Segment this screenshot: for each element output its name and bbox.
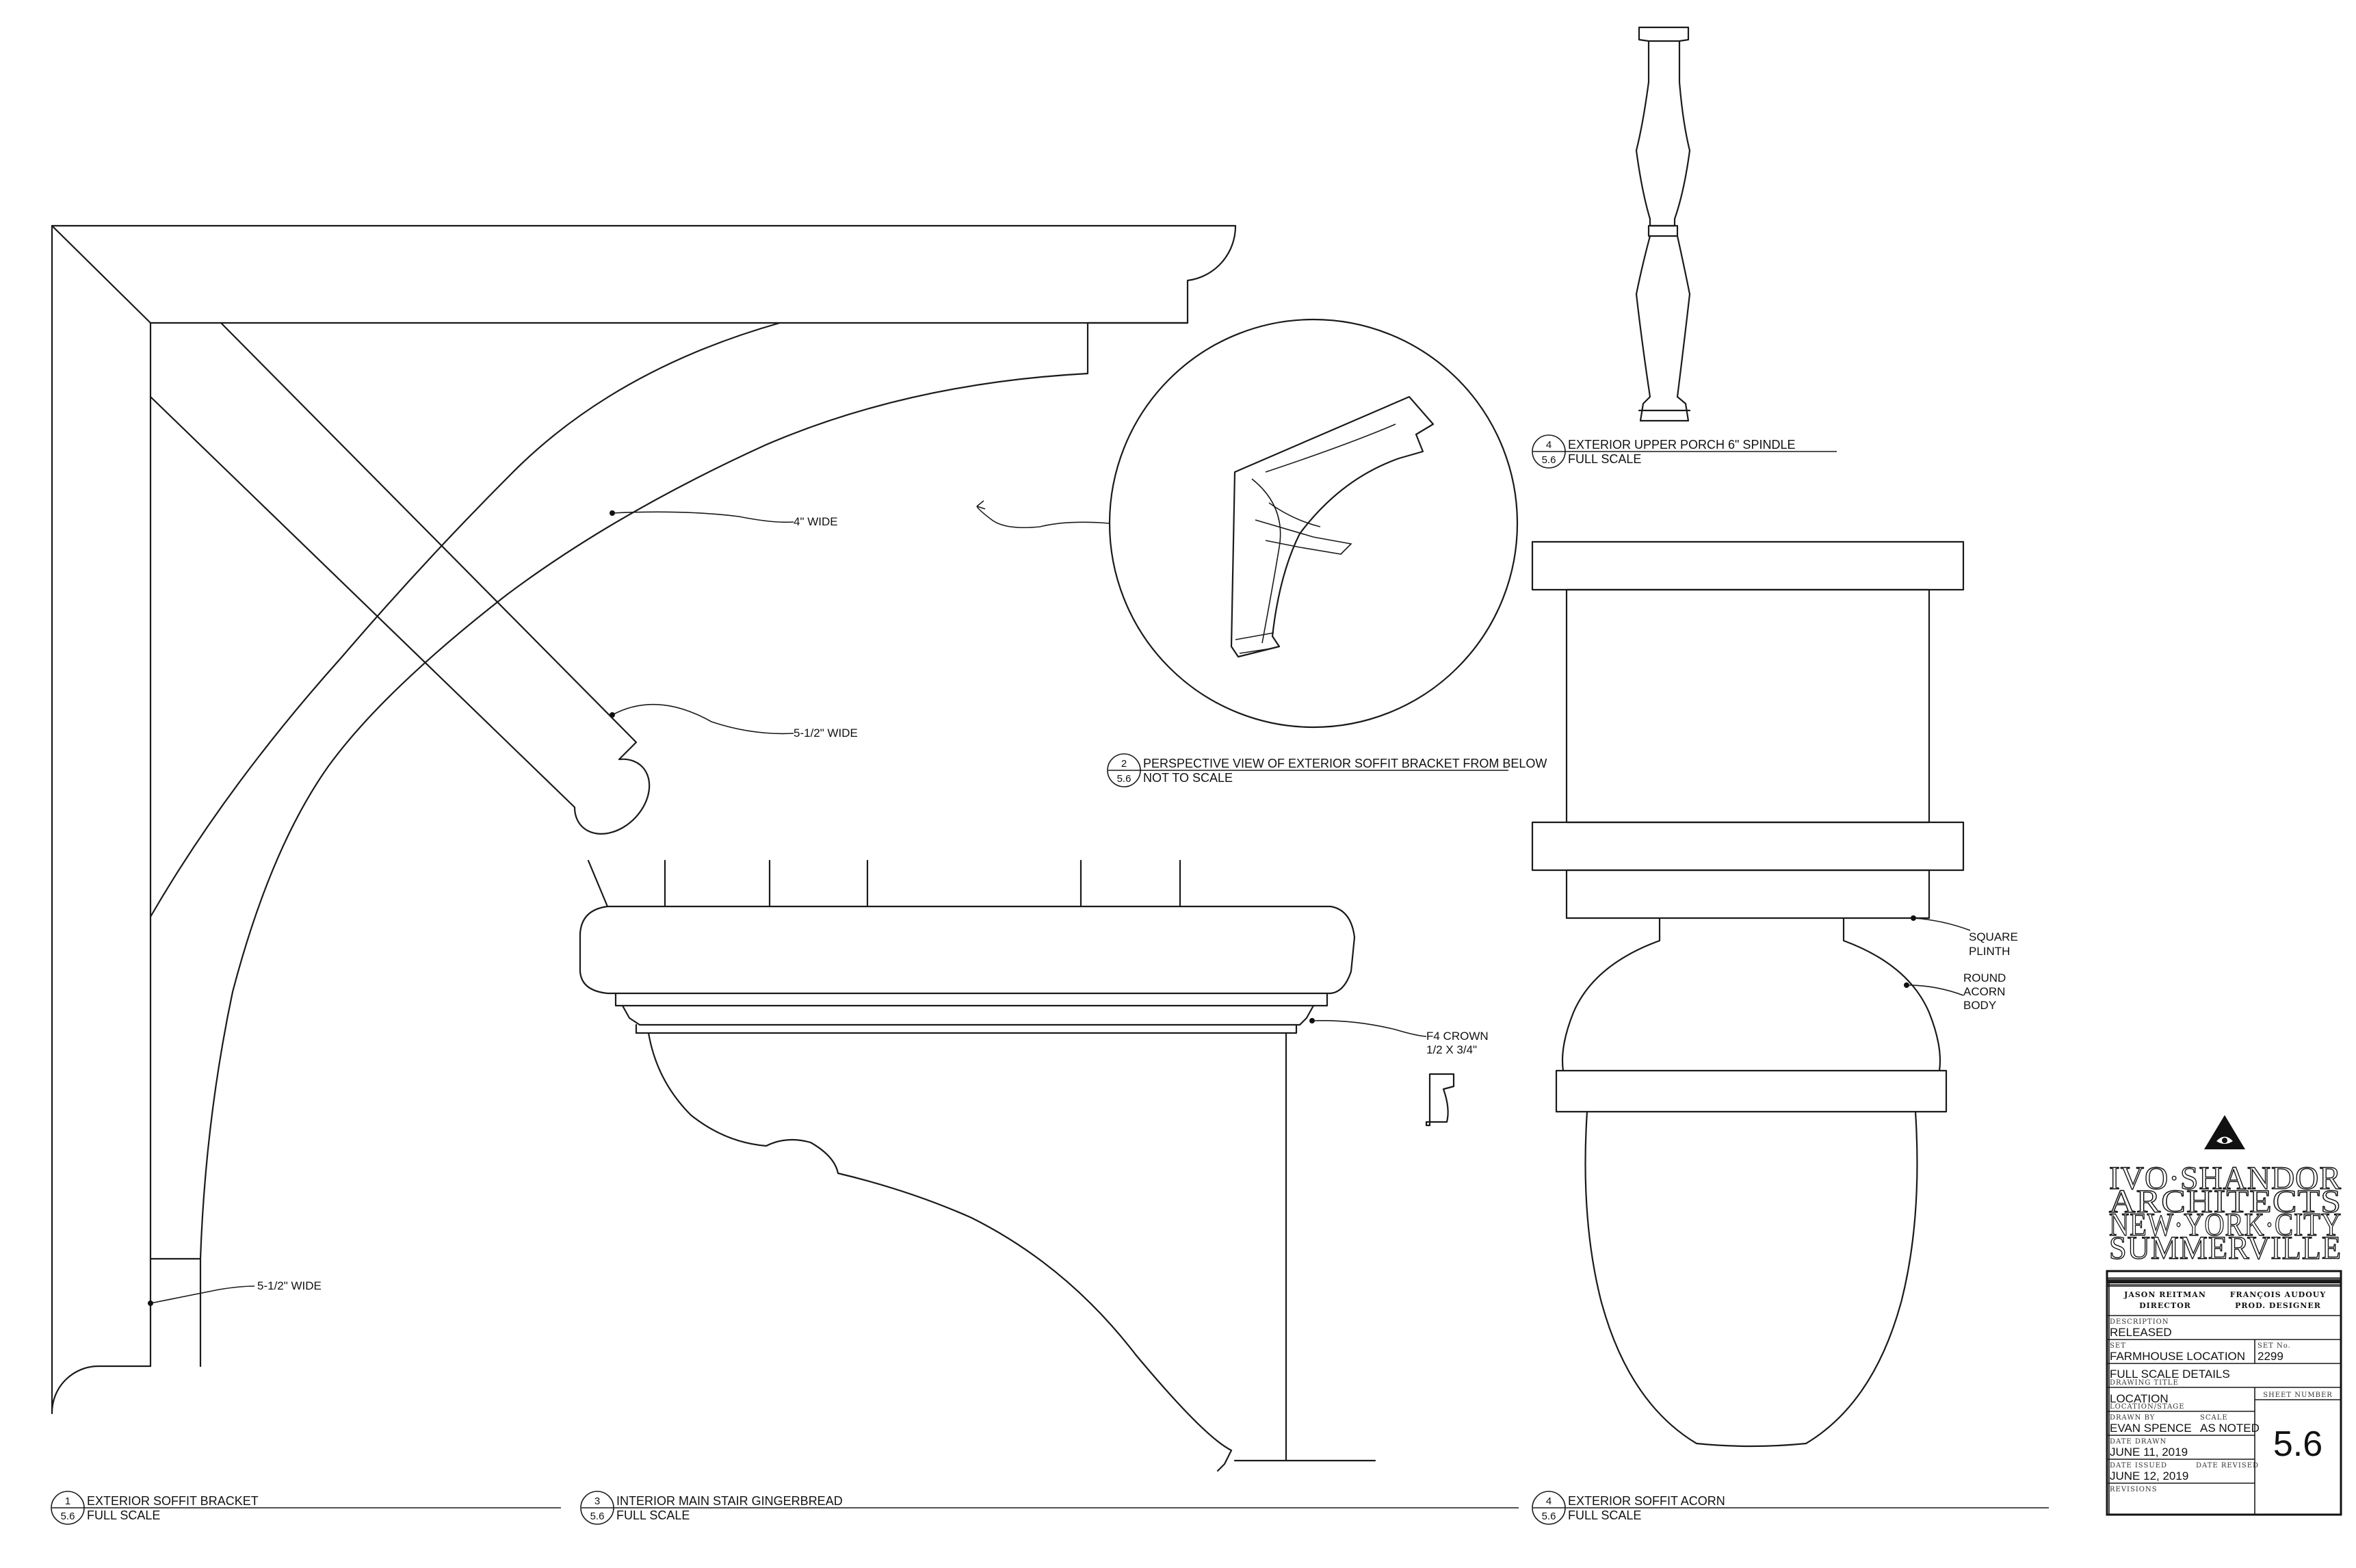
detail-4a-sheet: 5.6 (1542, 454, 1556, 466)
person1-role: DIRECTOR (2139, 1301, 2191, 1310)
detail-2-number: 2 (1121, 758, 1127, 770)
location-label: LOCATION/STAGE (2110, 1403, 2185, 1411)
detail-4a-title: EXTERIOR UPPER PORCH 6" SPINDLE (1568, 438, 1795, 452)
person2-role: PROD. DESIGNER (2235, 1301, 2321, 1310)
scale-label: SCALE (2200, 1414, 2228, 1422)
detail-3-scale: FULL SCALE (616, 1508, 690, 1522)
label-f4-crown-1: F4 CROWN (1426, 1030, 1489, 1043)
drawn-by-value: EVAN SPENCE (2110, 1422, 2192, 1435)
detail-title-4-acorn: 4 5.6 EXTERIOR SOFFIT ACORN FULL SCALE (1532, 1491, 2049, 1525)
label-round-2: ACORN (1963, 985, 2005, 998)
description-value: RELEASED (2110, 1326, 2172, 1339)
detail-title-1: 1 5.6 EXTERIOR SOFFIT BRACKET FULL SCALE (51, 1491, 561, 1525)
sheet-number-value: 5.6 (2273, 1424, 2322, 1464)
detail-4b-title: EXTERIOR SOFFIT ACORN (1568, 1494, 1725, 1508)
stair-gingerbread-drawing (579, 859, 1455, 1472)
detail-4b-sheet: 5.6 (1542, 1511, 1556, 1522)
detail-2-sheet: 5.6 (1117, 773, 1131, 785)
detail-title-3: 3 5.6 INTERIOR MAIN STAIR GINGERBREAD FU… (580, 1491, 1519, 1525)
detail-3-sheet: 5.6 (590, 1511, 605, 1522)
detail-3-title: INTERIOR MAIN STAIR GINGERBREAD (616, 1494, 843, 1508)
label-square-2: PLINTH (1969, 945, 2010, 958)
date-issued-value: JUNE 12, 2019 (2110, 1469, 2188, 1482)
drawing-title-value: FULL SCALE DETAILS (2110, 1368, 2230, 1381)
scale-value: AS NOTED (2200, 1422, 2260, 1435)
detail-1-sheet: 5.6 (61, 1511, 75, 1522)
soffit-bracket-drawing (51, 224, 1237, 1415)
detail-4a-scale: FULL SCALE (1568, 452, 1641, 466)
person2-name: FRANÇOIS AUDOUY (2230, 1290, 2327, 1299)
detail-2-title: PERSPECTIVE VIEW OF EXTERIOR SOFFIT BRAC… (1143, 757, 1547, 770)
detail-1-title: EXTERIOR SOFFIT BRACKET (87, 1494, 259, 1508)
tb-rules-visible (2107, 1315, 2341, 1515)
label-f4-crown-2: 1/2 X 3/4" (1426, 1043, 1477, 1056)
detail-2-scale: NOT TO SCALE (1143, 771, 1233, 785)
set-label: SET (2110, 1342, 2126, 1350)
detail-4a-number: 4 (1546, 439, 1552, 451)
description-label: DESCRIPTION (2110, 1318, 2169, 1326)
label-round-3: BODY (1963, 999, 1996, 1012)
detail-1-scale: FULL SCALE (87, 1508, 160, 1522)
detail-title-4-spindle: 4 5.6 EXTERIOR UPPER PORCH 6" SPINDLE FU… (1532, 434, 1837, 469)
date-drawn-value: JUNE 11, 2019 (2110, 1446, 2188, 1459)
person1-name: JASON REITMAN (2123, 1290, 2206, 1299)
location-value: LOCATION (2110, 1392, 2169, 1405)
set-no-value: 2299 (2257, 1350, 2283, 1363)
porch-spindle-drawing (1635, 26, 1691, 422)
date-revised-label: DATE REVISED (2196, 1462, 2259, 1469)
revisions-label: REVISIONS (2110, 1486, 2158, 1493)
detail-4b-number: 4 (1546, 1495, 1552, 1507)
firm-line-3: NEW·YORK·CITY (2109, 1207, 2342, 1243)
set-value: FARMHOUSE LOCATION (2110, 1350, 2245, 1363)
detail-3-number: 3 (594, 1495, 600, 1507)
firm-line-1: IVO·SHANDOR (2109, 1160, 2342, 1197)
drawn-by-label: DRAWN BY (2110, 1414, 2155, 1422)
label-square-1: SQUARE (1969, 930, 2018, 943)
sheet-number-label: SHEET NUMBER (2263, 1391, 2333, 1399)
perspective-bracket-drawing (976, 318, 1519, 729)
firm-logo (2204, 1115, 2245, 1149)
date-drawn-label: DATE DRAWN (2110, 1438, 2167, 1446)
date-issued-label: DATE ISSUED (2110, 1462, 2167, 1469)
label-4-wide: 4" WIDE (794, 515, 838, 528)
triangle-eye-icon (2204, 1115, 2245, 1149)
detail-4b-scale: FULL SCALE (1568, 1508, 1641, 1522)
label-round-1: ROUND (1963, 971, 2006, 984)
detail-1-number: 1 (65, 1495, 70, 1507)
set-no-label: SET No. (2257, 1342, 2291, 1350)
detail-title-2: 2 5.6 PERSPECTIVE VIEW OF EXTERIOR SOFFI… (1107, 753, 1547, 787)
firm-line-2: ARCHITECTS (2109, 1184, 2342, 1220)
soffit-acorn-drawing (1531, 540, 1971, 1448)
firm-line-4: SUMMERVILLE (2109, 1230, 2342, 1266)
label-5-1-2-wide-post: 5-1/2" WIDE (257, 1279, 322, 1292)
drawing-title-label: DRAWING TITLE (2110, 1379, 2179, 1387)
label-5-1-2-wide-brace: 5-1/2" WIDE (794, 727, 858, 740)
